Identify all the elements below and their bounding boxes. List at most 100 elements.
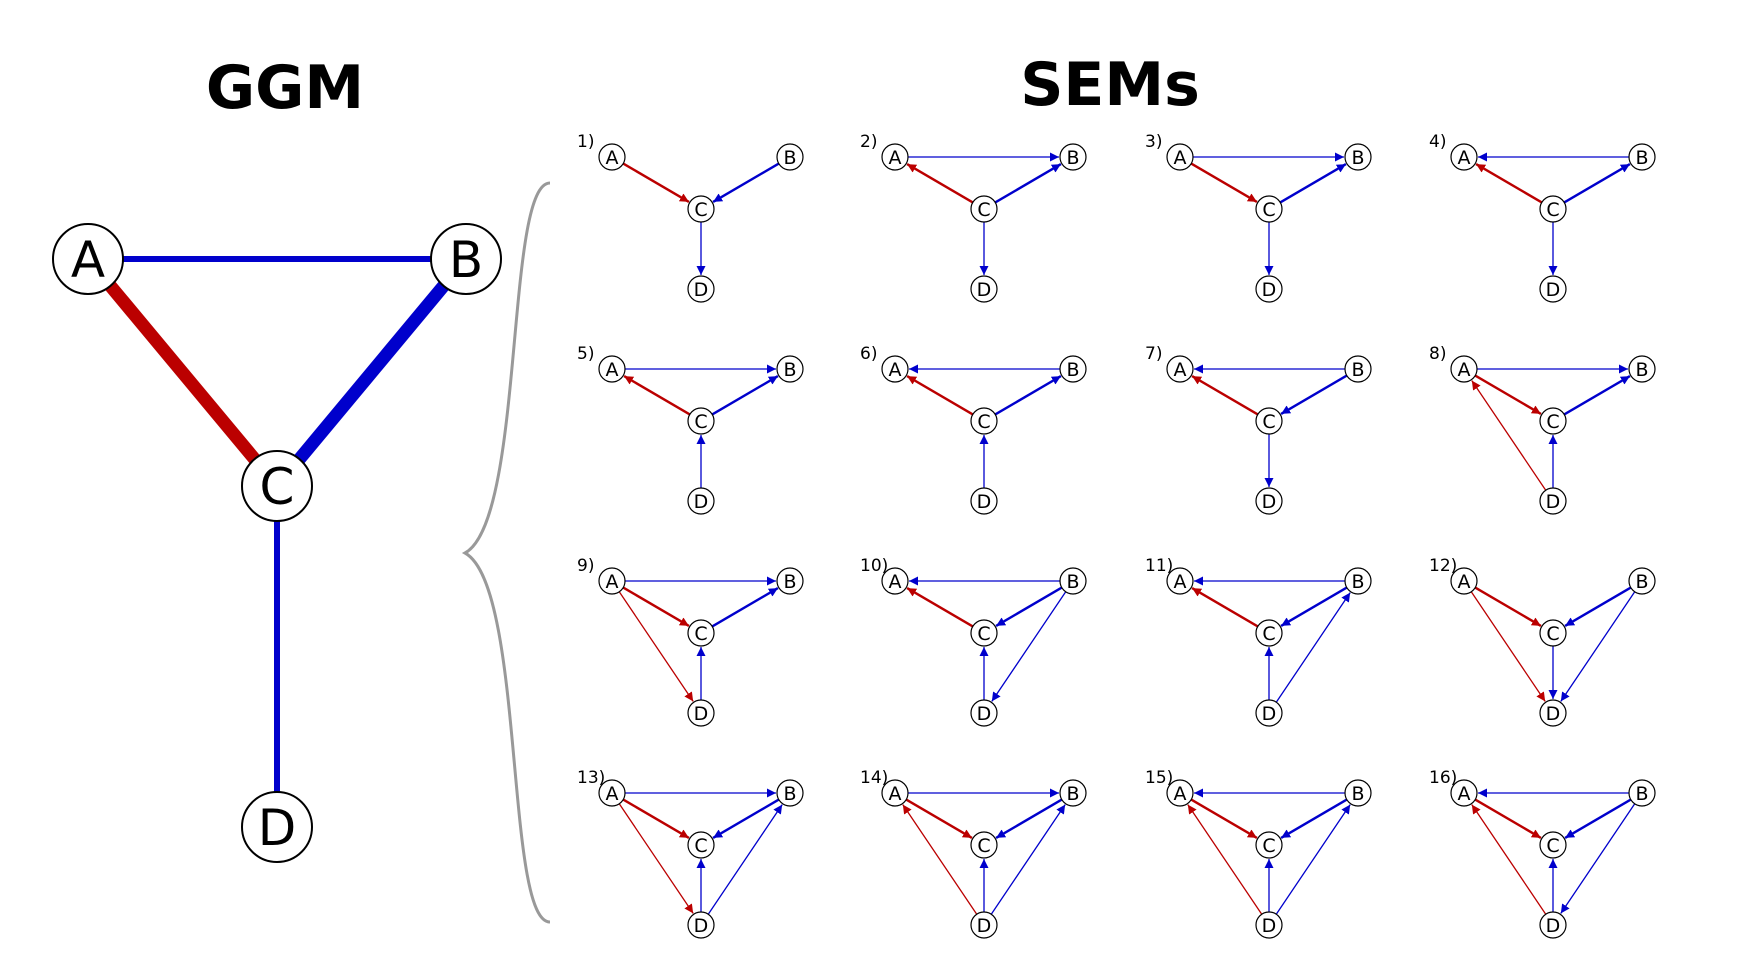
sem-edge-a-to-c: [1190, 798, 1258, 839]
sem-edge-b-to-c: [995, 586, 1063, 627]
sem-edge-c-to-b: [711, 587, 779, 628]
sem-node-label: A: [1458, 359, 1471, 381]
sem-node-label: A: [1174, 147, 1187, 169]
sem-node-c: C: [970, 831, 998, 859]
sem-node-label: B: [1635, 571, 1648, 593]
sem-edge-a-to-c: [622, 586, 690, 627]
ggm-node-b: B: [430, 223, 502, 295]
sem-node-label: D: [1546, 279, 1561, 301]
sem-node-d: D: [1255, 699, 1283, 727]
sem-node-label: C: [1546, 623, 1559, 645]
sem-edge-b-to-c: [1280, 798, 1348, 839]
sem-node-b: B: [1059, 143, 1087, 171]
sem-node-d: D: [1255, 911, 1283, 939]
sem-number-label: 8): [1429, 344, 1446, 364]
sem-node-c: C: [1255, 831, 1283, 859]
sem-node-c: C: [1539, 407, 1567, 435]
sem-number-label: 14): [860, 768, 888, 788]
sem-node-label: C: [977, 199, 990, 221]
sem-node-b: B: [1344, 567, 1372, 595]
sem-node-label: A: [889, 571, 902, 593]
sem-edge-a-to-c: [905, 798, 973, 839]
sem-node-d: D: [687, 911, 715, 939]
sem-node-label: A: [1458, 783, 1471, 805]
sem-number-label: 3): [1145, 132, 1162, 152]
sem-node-d: D: [1539, 911, 1567, 939]
sem-edge-d-to-b: [1275, 592, 1351, 703]
ggm-edge-a-c: [83, 254, 282, 491]
sem-node-label: B: [1066, 147, 1079, 169]
sem-number-label: 11): [1145, 556, 1173, 576]
ggm-node-d: D: [241, 791, 313, 863]
sem-number-label: 12): [1429, 556, 1457, 576]
sem-node-c: C: [1255, 407, 1283, 435]
sem-node-label: C: [694, 199, 707, 221]
sem-node-label: C: [1546, 411, 1559, 433]
sem-edge-d-to-b: [1275, 804, 1351, 915]
sem-node-a: A: [881, 567, 909, 595]
sem-node-label: B: [1351, 147, 1364, 169]
sem-node-label: A: [1458, 147, 1471, 169]
sem-node-d: D: [1539, 275, 1567, 303]
sem-node-a: A: [1450, 779, 1478, 807]
sem-node-a: A: [1450, 567, 1478, 595]
sem-node-label: B: [783, 147, 796, 169]
sem-node-b: B: [1344, 779, 1372, 807]
sem-node-b: B: [1628, 143, 1656, 171]
sem-node-b: B: [1344, 143, 1372, 171]
sem-edge-b-to-c: [1280, 586, 1348, 627]
sem-node-label: A: [1174, 359, 1187, 381]
sem-node-a: A: [1450, 355, 1478, 383]
sem-node-b: B: [1059, 779, 1087, 807]
sem-node-label: C: [1546, 835, 1559, 857]
sem-node-label: D: [694, 703, 709, 725]
sem-number-label: 13): [577, 768, 605, 788]
sem-edge-b-to-c: [1280, 374, 1348, 415]
sem-node-c: C: [1539, 619, 1567, 647]
sem-edge-c-to-b: [994, 375, 1062, 416]
sem-node-label: D: [694, 279, 709, 301]
sem-node-c: C: [1255, 619, 1283, 647]
sem-edge-a-to-c: [1190, 162, 1258, 203]
sem-edge-b-to-c: [1564, 798, 1632, 839]
sem-edge-a-to-c: [622, 798, 690, 839]
sem-node-label: B: [1066, 571, 1079, 593]
sem-node-label: A: [889, 147, 902, 169]
sem-node-label: D: [977, 915, 992, 937]
sem-edge-d-to-a: [1187, 804, 1263, 915]
sem-edge-b-to-c: [712, 162, 780, 203]
sem-node-b: B: [776, 779, 804, 807]
sem-edge-d-to-b: [707, 804, 783, 915]
sem-node-c: C: [970, 195, 998, 223]
sem-node-b: B: [1628, 567, 1656, 595]
sem-node-b: B: [776, 355, 804, 383]
sem-node-a: A: [1166, 779, 1194, 807]
sem-node-label: B: [1351, 783, 1364, 805]
sem-number-label: 7): [1145, 344, 1162, 364]
sem-node-a: A: [598, 567, 626, 595]
ggm-edge-b-c: [272, 254, 471, 491]
sem-node-label: A: [606, 571, 619, 593]
sem-node-label: C: [977, 835, 990, 857]
sem-node-label: D: [1262, 703, 1277, 725]
sem-node-label: B: [1635, 359, 1648, 381]
sem-edge-b-to-c: [712, 798, 780, 839]
sem-node-c: C: [687, 831, 715, 859]
sem-node-a: A: [598, 779, 626, 807]
ggm-title: GGM: [206, 53, 364, 123]
sem-number-label: 10): [860, 556, 888, 576]
sem-node-label: A: [606, 147, 619, 169]
sem-node-label: D: [694, 915, 709, 937]
sem-node-a: A: [881, 143, 909, 171]
